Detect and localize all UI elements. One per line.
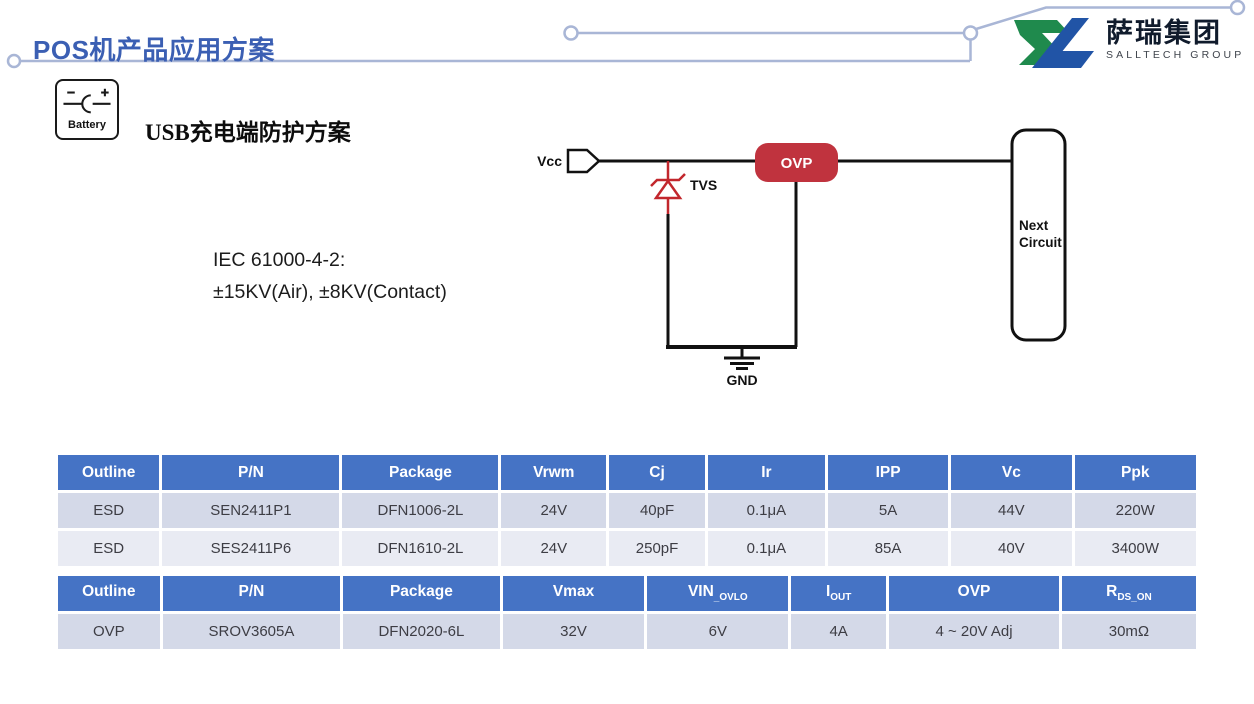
data-cell: 30mΩ — [1061, 614, 1196, 649]
data-cell: SROV3605A — [162, 614, 341, 649]
header-cell: IOUT — [791, 576, 887, 611]
logo-mark-icon — [1014, 18, 1094, 68]
header-cell: Ir — [707, 455, 825, 490]
data-cell: 5A — [827, 493, 949, 528]
ovp-block — [755, 143, 838, 182]
table-row: ESD SES2411P6 DFN1610-2L 24V 250pF 0.1μA… — [58, 531, 1196, 566]
next-circuit-block — [1010, 128, 1067, 342]
esd-spec-table: Outline P/N Package Vrwm Cj Ir IPP Vc Pp… — [55, 452, 1199, 569]
data-cell: 250pF — [609, 531, 705, 566]
table-header-row: Outline P/N Package Vmax VIN_OVLO IOUT O… — [58, 576, 1196, 611]
page-title: POS机产品应用方案 — [33, 35, 275, 66]
circuit-diagram: Vcc TVS OVP GND Next Circuit — [537, 128, 1067, 388]
data-cell: 6V — [647, 614, 789, 649]
data-cell: OVP — [58, 614, 160, 649]
header-cell: VIN_OVLO — [647, 576, 789, 611]
battery-card: Battery — [55, 79, 119, 140]
data-cell: 40pF — [609, 493, 705, 528]
data-cell: 85A — [827, 531, 949, 566]
next-circuit-label-line1: Next — [1019, 218, 1049, 233]
data-cell: 3400W — [1074, 531, 1196, 566]
data-cell: 40V — [951, 531, 1072, 566]
data-cell: 220W — [1074, 493, 1196, 528]
tvs-label: TVS — [690, 177, 717, 193]
data-cell: ESD — [58, 493, 160, 528]
table-row: ESD SEN2411P1 DFN1006-2L 24V 40pF 0.1μA … — [58, 493, 1196, 528]
tvs-diode-icon — [653, 178, 683, 200]
header-cell: Outline — [58, 455, 160, 490]
header-cell: Vmax — [502, 576, 645, 611]
header-cell: Vc — [951, 455, 1072, 490]
data-cell: 0.1μA — [707, 531, 825, 566]
logo-text: 萨瑞集团 SALLTECH GROUP — [1106, 18, 1244, 61]
ovp-spec-table: Outline P/N Package Vmax VIN_OVLO IOUT O… — [55, 573, 1199, 652]
header-cell: P/N — [162, 455, 340, 490]
data-cell: 4 ~ 20V Adj — [889, 614, 1059, 649]
header-cell: Cj — [609, 455, 705, 490]
battery-cell-icon — [63, 88, 111, 114]
header-cell: Vrwm — [501, 455, 607, 490]
header-cell: Ppk — [1074, 455, 1196, 490]
next-circuit-label-line2: Circuit — [1019, 235, 1062, 250]
header-cell: Outline — [58, 576, 160, 611]
data-cell: 0.1μA — [707, 493, 825, 528]
vcc-connector-icon — [566, 148, 601, 174]
header-cell: Package — [343, 576, 500, 611]
company-logo: 萨瑞集团 SALLTECH GROUP — [1012, 18, 1244, 68]
iec-levels-line: ±15KV(Air), ±8KV(Contact) — [213, 281, 447, 303]
table-header-row: Outline P/N Package Vrwm Cj Ir IPP Vc Pp… — [58, 455, 1196, 490]
data-cell: ESD — [58, 531, 160, 566]
header-cell: P/N — [162, 576, 341, 611]
data-cell: 24V — [501, 531, 607, 566]
data-cell: SEN2411P1 — [162, 493, 340, 528]
logo-name-cn: 萨瑞集团 — [1106, 18, 1222, 48]
header-cell: RDS_ON — [1061, 576, 1196, 611]
data-cell: 44V — [951, 493, 1072, 528]
header-cell: IPP — [827, 455, 949, 490]
iec-note: IEC 61000-4-2: ±15KV(Air), ±8KV(Contact) — [213, 244, 447, 308]
ground-icon — [724, 356, 760, 370]
data-cell: DFN2020-6L — [343, 614, 500, 649]
battery-label: Battery — [68, 119, 106, 131]
data-cell: SES2411P6 — [162, 531, 340, 566]
logo-name-en: SALLTECH GROUP — [1106, 49, 1245, 61]
vcc-label: Vcc — [537, 153, 562, 169]
gnd-label: GND — [726, 372, 757, 388]
data-cell: DFN1610-2L — [342, 531, 499, 566]
data-cell: 24V — [501, 493, 607, 528]
header-cell: Package — [342, 455, 499, 490]
iec-standard-line: IEC 61000-4-2: — [213, 249, 346, 271]
header-cell: OVP — [889, 576, 1059, 611]
ovp-label: OVP — [781, 155, 813, 172]
section-heading: USB充电端防护方案 — [145, 120, 351, 146]
data-cell: 4A — [791, 614, 887, 649]
data-cell: 32V — [502, 614, 645, 649]
table-row: OVP SROV3605A DFN2020-6L 32V 6V 4A 4 ~ 2… — [58, 614, 1196, 649]
data-cell: DFN1006-2L — [342, 493, 499, 528]
